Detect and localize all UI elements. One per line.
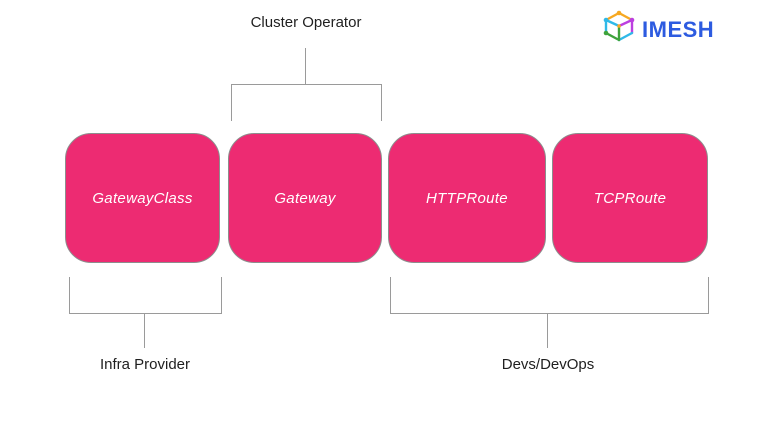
top-bracket-stem-line xyxy=(305,48,306,84)
devs-bracket-line xyxy=(390,277,709,314)
devs-devops-label: Devs/DevOps xyxy=(501,356,595,373)
cube-wireframe-icon xyxy=(601,9,637,50)
infra-bracket-line xyxy=(69,277,222,314)
node-tcproute-label: TCPRoute xyxy=(593,189,667,207)
infra-provider-label: Infra Provider xyxy=(99,356,191,373)
node-gateway-label: Gateway xyxy=(274,189,336,207)
top-bracket-line xyxy=(231,84,382,121)
node-httproute: HTTPRoute xyxy=(388,133,546,263)
imesh-logo-text: IMESH xyxy=(642,16,715,42)
cluster-operator-label: Cluster Operator xyxy=(250,14,362,31)
node-gatewayclass-label: GatewayClass xyxy=(92,189,193,207)
devs-bracket-stem-line xyxy=(547,313,548,348)
infra-bracket-stem-line xyxy=(144,313,145,348)
node-tcproute: TCPRoute xyxy=(552,133,708,263)
node-gateway: Gateway xyxy=(228,133,382,263)
node-gatewayclass: GatewayClass xyxy=(65,133,220,263)
imesh-logo: IMESH xyxy=(601,9,714,50)
node-httproute-label: HTTPRoute xyxy=(426,189,508,207)
